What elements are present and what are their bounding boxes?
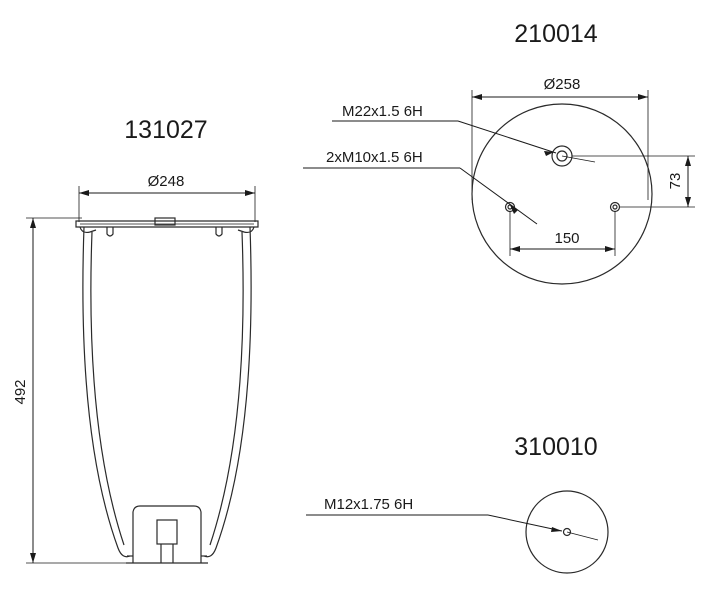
bellow-view: 131027 Ø248 492 bbox=[12, 116, 259, 564]
center-thread-label: M22x1.5 6H bbox=[342, 103, 423, 120]
side-thread-label: 2xM10x1.5 6H bbox=[326, 149, 423, 166]
center-thread-leader: M22x1.5 6H bbox=[332, 103, 557, 156]
bottom-thread-hole bbox=[562, 527, 599, 541]
offset-label: 73 bbox=[667, 173, 684, 190]
bellow-piston bbox=[126, 505, 208, 564]
offset-dimension: 73 bbox=[572, 155, 695, 208]
bellow-height-label: 492 bbox=[12, 379, 29, 404]
hole-spacing-dimension: 150 bbox=[509, 211, 616, 256]
top-plate-diameter-dimension: Ø258 bbox=[471, 76, 649, 200]
bottom-piston-part-number: 310010 bbox=[514, 433, 597, 461]
bellow-sleeve bbox=[82, 226, 252, 558]
center-thread-hole bbox=[551, 145, 596, 167]
side-thread-leader: 2xM10x1.5 6H bbox=[303, 149, 538, 225]
top-plate-outline bbox=[471, 103, 653, 285]
top-plate-view: 210014 Ø258 M22x1. bbox=[303, 20, 695, 285]
hole-spacing-label: 150 bbox=[554, 230, 579, 247]
bellow-diameter-label: Ø248 bbox=[148, 173, 185, 190]
bellow-diameter-dimension: Ø248 bbox=[78, 173, 256, 222]
top-plate-part-number: 210014 bbox=[514, 20, 598, 48]
bottom-piston-outline bbox=[525, 490, 609, 574]
bottom-thread-leader: M12x1.75 6H bbox=[306, 496, 563, 532]
bellow-part-number: 131027 bbox=[124, 116, 207, 144]
bellow-bead-plate bbox=[75, 217, 259, 237]
side-thread-holes bbox=[504, 201, 621, 213]
bottom-piston-view: 310010 M12x1.75 6H bbox=[306, 433, 609, 574]
bottom-thread-label: M12x1.75 6H bbox=[324, 496, 413, 513]
top-plate-diameter-label: Ø258 bbox=[544, 76, 581, 93]
bellow-height-dimension: 492 bbox=[12, 217, 132, 564]
